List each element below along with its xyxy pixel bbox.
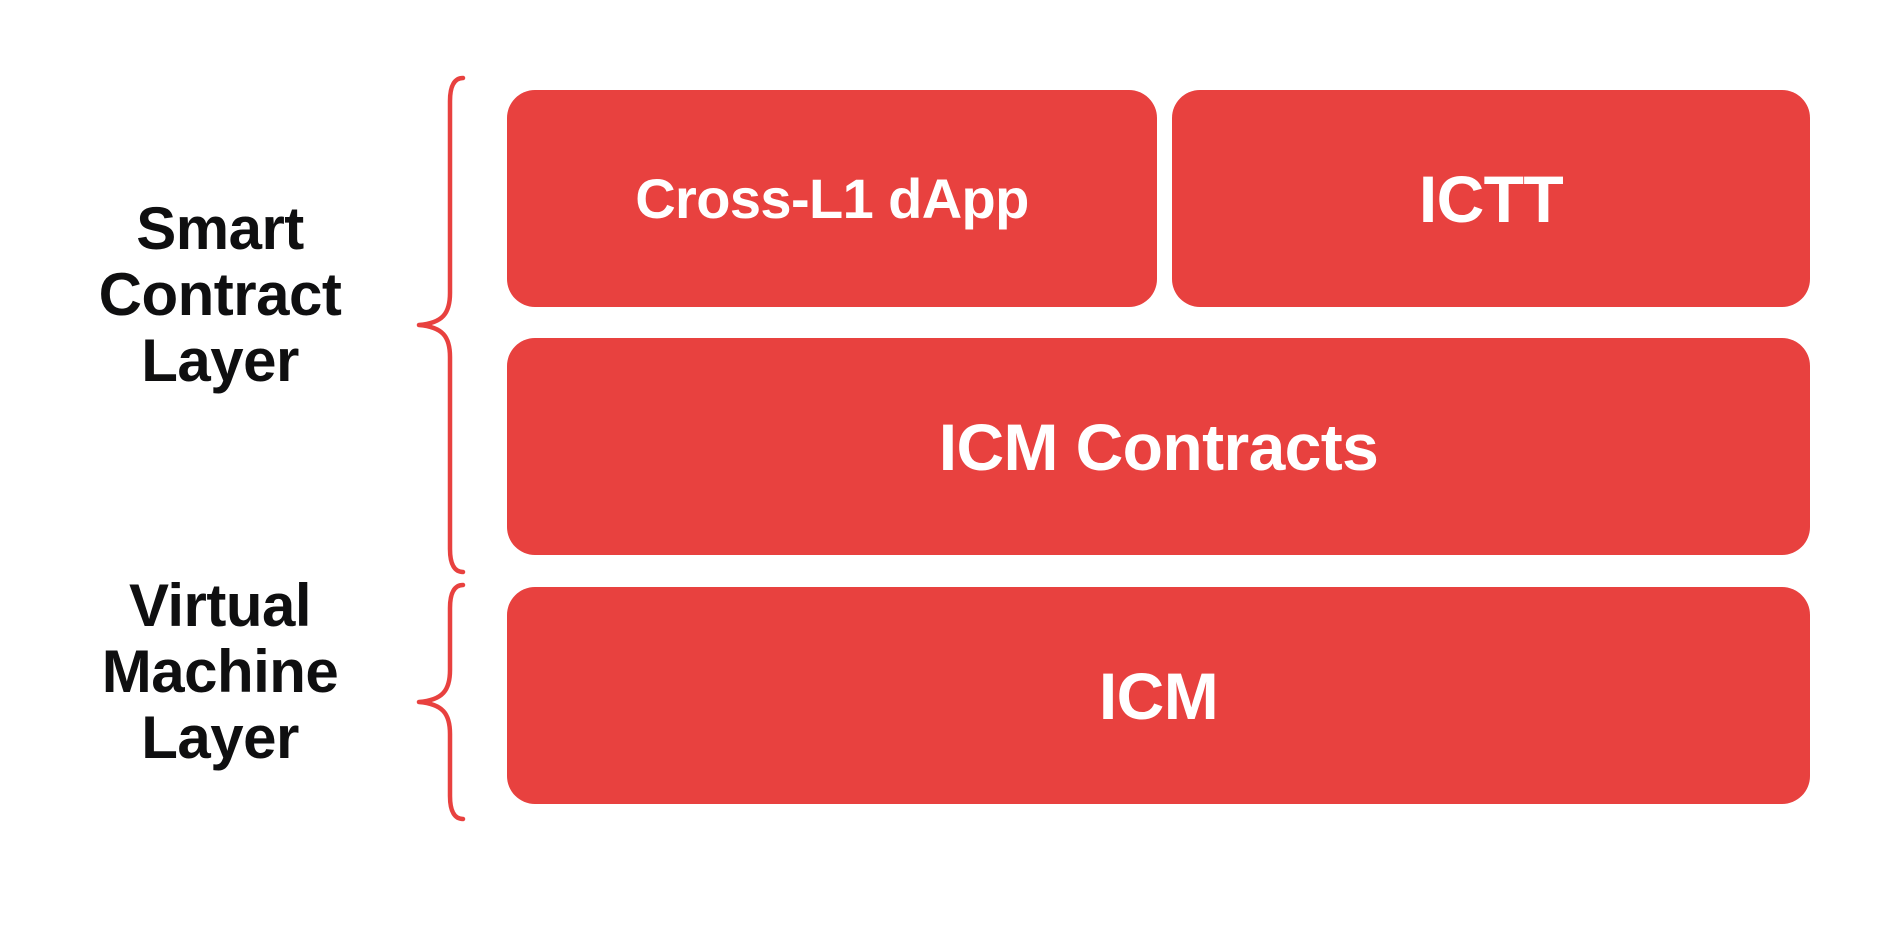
layer-label-virtual-machine: Virtual Machine Layer	[40, 573, 400, 771]
box-label: ICM	[1098, 658, 1219, 733]
layer-label-smart-contract: Smart Contract Layer	[40, 196, 400, 394]
box-label: ICM Contracts	[938, 409, 1379, 484]
layer-label-line: Virtual	[128, 572, 312, 639]
box-label: ICTT	[1418, 161, 1564, 236]
box-cross-l1-dapp[interactable]: Cross-L1 dApp	[507, 90, 1157, 307]
box-label: Cross-L1 dApp	[635, 167, 1029, 230]
box-ictt[interactable]: ICTT	[1172, 90, 1810, 307]
box-icm-contracts[interactable]: ICM Contracts	[507, 338, 1810, 555]
layer-label-line: Smart	[136, 195, 304, 262]
layer-label-line: Contract	[98, 261, 342, 328]
box-icm[interactable]: ICM	[507, 587, 1810, 804]
layer-label-line: Machine	[101, 638, 339, 705]
layer-label-line: Layer	[141, 327, 299, 394]
virtual-machine-layer-brace-icon	[416, 582, 466, 822]
layer-label-line: Layer	[141, 704, 299, 771]
smart-contract-layer-brace-icon	[416, 75, 466, 575]
